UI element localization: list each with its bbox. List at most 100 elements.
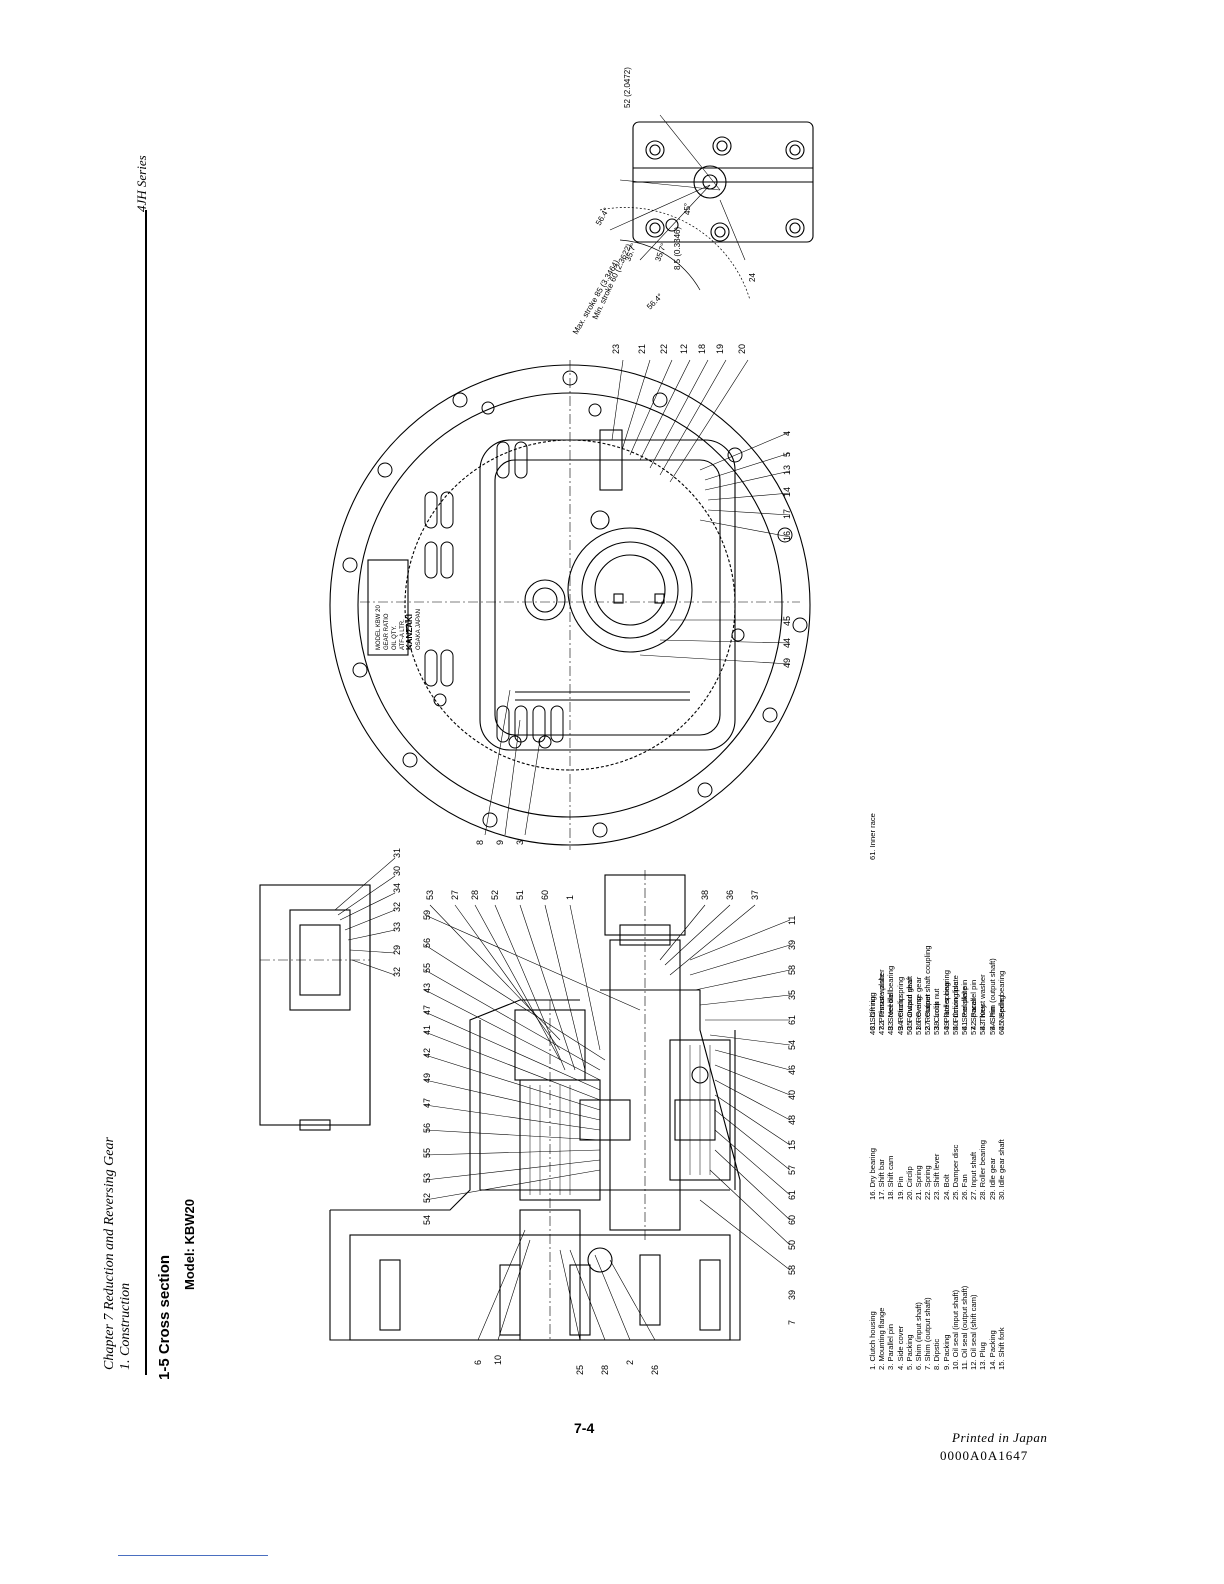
svg-text:57: 57 (787, 1165, 797, 1175)
svg-text:61: 61 (787, 1015, 797, 1025)
dim-label: 52 (2.0472) (623, 67, 632, 108)
svg-text:20: 20 (737, 344, 747, 354)
svg-text:31: 31 (392, 848, 402, 858)
svg-text:22: 22 (659, 344, 669, 354)
legend-item: 24. Bolt (941, 1174, 951, 1200)
dim-label: 8.5 (0.3346) (673, 227, 682, 270)
svg-text:11: 11 (787, 916, 797, 925)
svg-text:36: 36 (725, 890, 735, 900)
legend-column-4: 46. Shift ring 47. Pressure plate 48. St… (868, 958, 1006, 1035)
svg-text:12: 12 (679, 344, 689, 354)
plate-brand: KANZAKI (405, 614, 414, 650)
svg-text:19: 19 (715, 344, 725, 354)
svg-text:53: 53 (422, 1173, 432, 1183)
svg-text:51: 51 (515, 890, 525, 900)
svg-text:55: 55 (422, 963, 432, 973)
svg-text:8: 8 (475, 840, 485, 845)
legend-item: 10. Oil seal (input shaft) (950, 1289, 960, 1370)
legend-item: 12. Oil seal (shift cam) (969, 1294, 979, 1370)
svg-text:55: 55 (422, 1148, 432, 1158)
legend-item: 23. Shift lever (932, 1153, 942, 1200)
svg-text:42: 42 (422, 1048, 432, 1058)
svg-text:10: 10 (493, 1355, 503, 1365)
legend-item: 50. Forward gear (904, 977, 914, 1035)
legend-item: 29. Idle gear (987, 1157, 997, 1200)
legend-item: 1. Clutch housing (868, 1311, 877, 1370)
svg-text:14: 14 (782, 487, 792, 497)
legend-item: 46. Shift ring (868, 992, 877, 1035)
legend-item: 60. Needle bearing (996, 970, 1006, 1035)
dim-label: Min. stroke 60 (2.3622) (591, 242, 634, 321)
svg-text:27: 27 (450, 890, 460, 900)
svg-text:43: 43 (422, 983, 432, 993)
svg-text:28: 28 (600, 1365, 610, 1375)
svg-text:44: 44 (782, 638, 792, 648)
svg-text:32: 32 (392, 967, 402, 977)
legend-item: 14. Packing (987, 1330, 997, 1370)
header-rule (145, 210, 147, 1375)
dim-label: 45° (683, 203, 692, 215)
top-view: MODEL KBW 20 GEAR RATIO OIL QTY. ATF-A L… (329, 360, 811, 850)
svg-text:23: 23 (611, 344, 621, 354)
svg-text:35: 35 (787, 990, 797, 1000)
top-view-callouts: 23 21 22 12 18 19 20 4 5 13 14 17 16 45 … (475, 344, 792, 845)
legend-item: 15. Shift fork (996, 1327, 1006, 1370)
side-view-leaders (334, 857, 791, 1341)
svg-text:52: 52 (490, 890, 500, 900)
svg-text:58: 58 (787, 1265, 797, 1275)
bottom-link-line (118, 1555, 268, 1556)
legend-item: 6. Shim (input shaft) (914, 1302, 924, 1370)
side-view-callouts: 31 30 34 32 33 29 32 53 27 28 52 51 60 1… (392, 848, 797, 1375)
legend-item: 53. Circlip (932, 1001, 942, 1035)
legend-item: 17. Shift bar (877, 1159, 887, 1200)
plate-line: MODEL KBW 20 (376, 605, 382, 650)
lever-callout: 24 (748, 273, 757, 282)
svg-text:3: 3 (515, 840, 525, 845)
svg-text:60: 60 (540, 890, 550, 900)
legend-column-5: 61. Inner race (868, 813, 877, 860)
svg-text:39: 39 (787, 940, 797, 950)
legend-item: 57. Spacer (969, 998, 979, 1035)
legend-item: 3. Parallel pin (886, 1323, 896, 1370)
svg-text:38: 38 (700, 890, 710, 900)
svg-text:21: 21 (637, 344, 647, 354)
svg-text:28: 28 (470, 890, 480, 900)
svg-text:50: 50 (787, 1240, 797, 1250)
svg-text:2: 2 (625, 1360, 635, 1365)
svg-text:48: 48 (787, 1115, 797, 1125)
legend-item: 26. Fan (960, 1174, 970, 1200)
legend-item: 13. Plug (978, 1342, 988, 1370)
svg-text:37: 37 (750, 890, 760, 900)
svg-text:47: 47 (422, 1005, 432, 1015)
svg-text:47: 47 (422, 1098, 432, 1108)
legend-item: 49. Return spring (895, 976, 905, 1035)
dim-label: 56.4° (594, 206, 611, 227)
svg-text:61: 61 (787, 1190, 797, 1200)
legend-item: 9. Packing (941, 1334, 951, 1370)
svg-text:26: 26 (650, 1365, 660, 1375)
legend-item: 48. Steel ball (886, 991, 896, 1035)
lever-view (599, 114, 814, 301)
legend-item: 7. Shim (output shaft) (923, 1297, 933, 1370)
svg-text:56: 56 (422, 938, 432, 948)
legend-item: 21. Spring (914, 1165, 924, 1200)
svg-text:49: 49 (422, 1073, 432, 1083)
svg-text:6: 6 (473, 1360, 483, 1365)
legend-column-1: 1. Clutch housing 2. Mounting flange 3. … (868, 1286, 1006, 1370)
svg-text:60: 60 (787, 1215, 797, 1225)
svg-text:52: 52 (422, 1193, 432, 1203)
legend-item: 56. Steel plate (960, 986, 970, 1035)
legend-item: 61. Inner race (868, 813, 877, 860)
dim-label: 35.7° (653, 242, 668, 263)
legend-item: 54. Plate spring (941, 982, 951, 1035)
svg-text:56: 56 (422, 1123, 432, 1133)
svg-text:16: 16 (782, 531, 792, 541)
top-view-leaders (484, 359, 791, 836)
legend-item: 58. Thrust washer (978, 974, 988, 1035)
legend-item: 20. Circlip (904, 1166, 914, 1200)
plate-line: ATF-A LTR. (400, 619, 406, 650)
svg-text:58: 58 (787, 965, 797, 975)
legend-column-2: 16. Dry bearing 17. Shift bar 18. Shift … (868, 1139, 1006, 1200)
svg-text:59: 59 (422, 910, 432, 920)
svg-text:54: 54 (787, 1040, 797, 1050)
